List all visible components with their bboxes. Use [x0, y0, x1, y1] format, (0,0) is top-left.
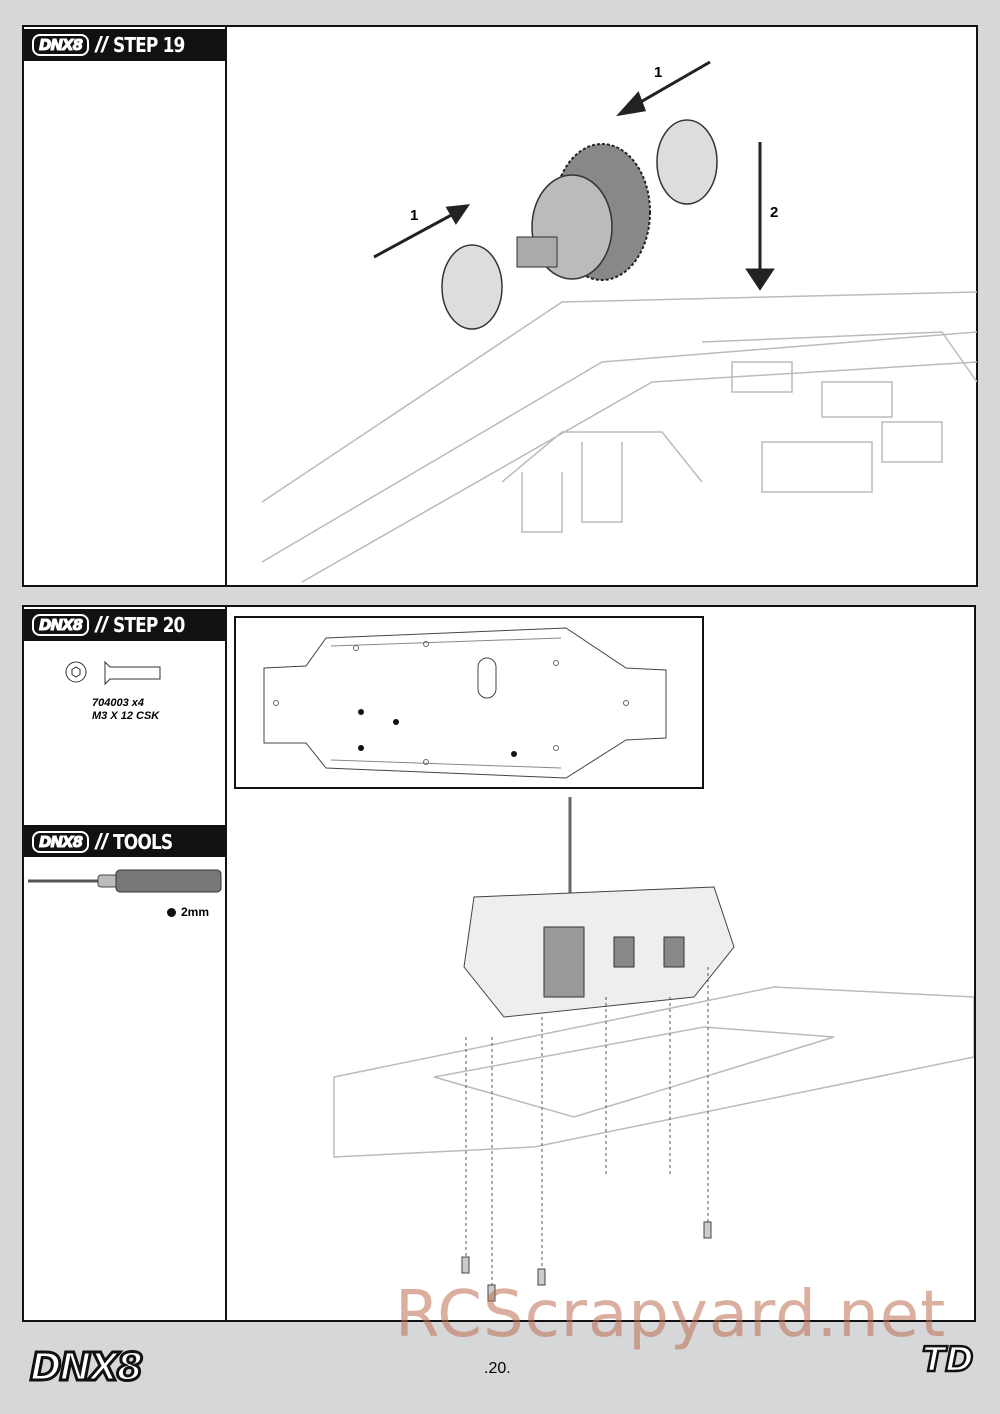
footer-dnx8-logo: DNX8: [28, 1344, 144, 1391]
part-number: 704003 x4: [92, 697, 144, 709]
step19-panel: DNX8 // STEP 19 1 1 2: [22, 25, 978, 587]
step-title: STEP 19: [113, 33, 185, 57]
tools-title: TOOLS: [113, 830, 173, 854]
tools-header: DNX8 // TOOLS: [24, 825, 227, 857]
chassis-plate-diagram: [263, 627, 667, 779]
arrow-label: 1: [654, 64, 662, 81]
hex-driver-icon: [28, 869, 222, 893]
step19-header: DNX8 // STEP 19: [24, 29, 227, 61]
step19-sidebar: [24, 27, 227, 585]
dnx8-logo: DNX8: [32, 34, 90, 56]
page-number: .20.: [484, 1360, 511, 1377]
part-description: M3 X 12 CSK: [92, 710, 160, 722]
step20-header: DNX8 // STEP 20: [24, 609, 227, 641]
td-logo: TD: [921, 1339, 975, 1382]
chassis-top-view-inset: [234, 616, 704, 789]
step20-panel: DNX8 // STEP 20 704003 x4 M3 X 12 CSK DN…: [22, 605, 976, 1322]
screw-icon: [65, 660, 161, 685]
chassis-assembly-illustration: [333, 797, 974, 1302]
tool-size: 2mm: [167, 905, 209, 919]
tool-size-label: 2mm: [181, 905, 210, 919]
dnx8-logo: DNX8: [32, 614, 90, 636]
divider-slash: //: [95, 829, 108, 854]
divider-slash: //: [95, 612, 108, 637]
arrow-label: 2: [770, 204, 778, 221]
ball-end-icon: [167, 907, 176, 917]
step-title: STEP 20: [113, 613, 185, 637]
arrow-label: 1: [410, 207, 418, 224]
dnx8-logo: DNX8: [32, 831, 90, 853]
step20-sidebar: [24, 607, 227, 1320]
differential-assembly-illustration: 1 1 2: [261, 60, 977, 583]
divider-slash: //: [95, 32, 108, 57]
watermark: RCScrapyard.net: [395, 1278, 947, 1352]
